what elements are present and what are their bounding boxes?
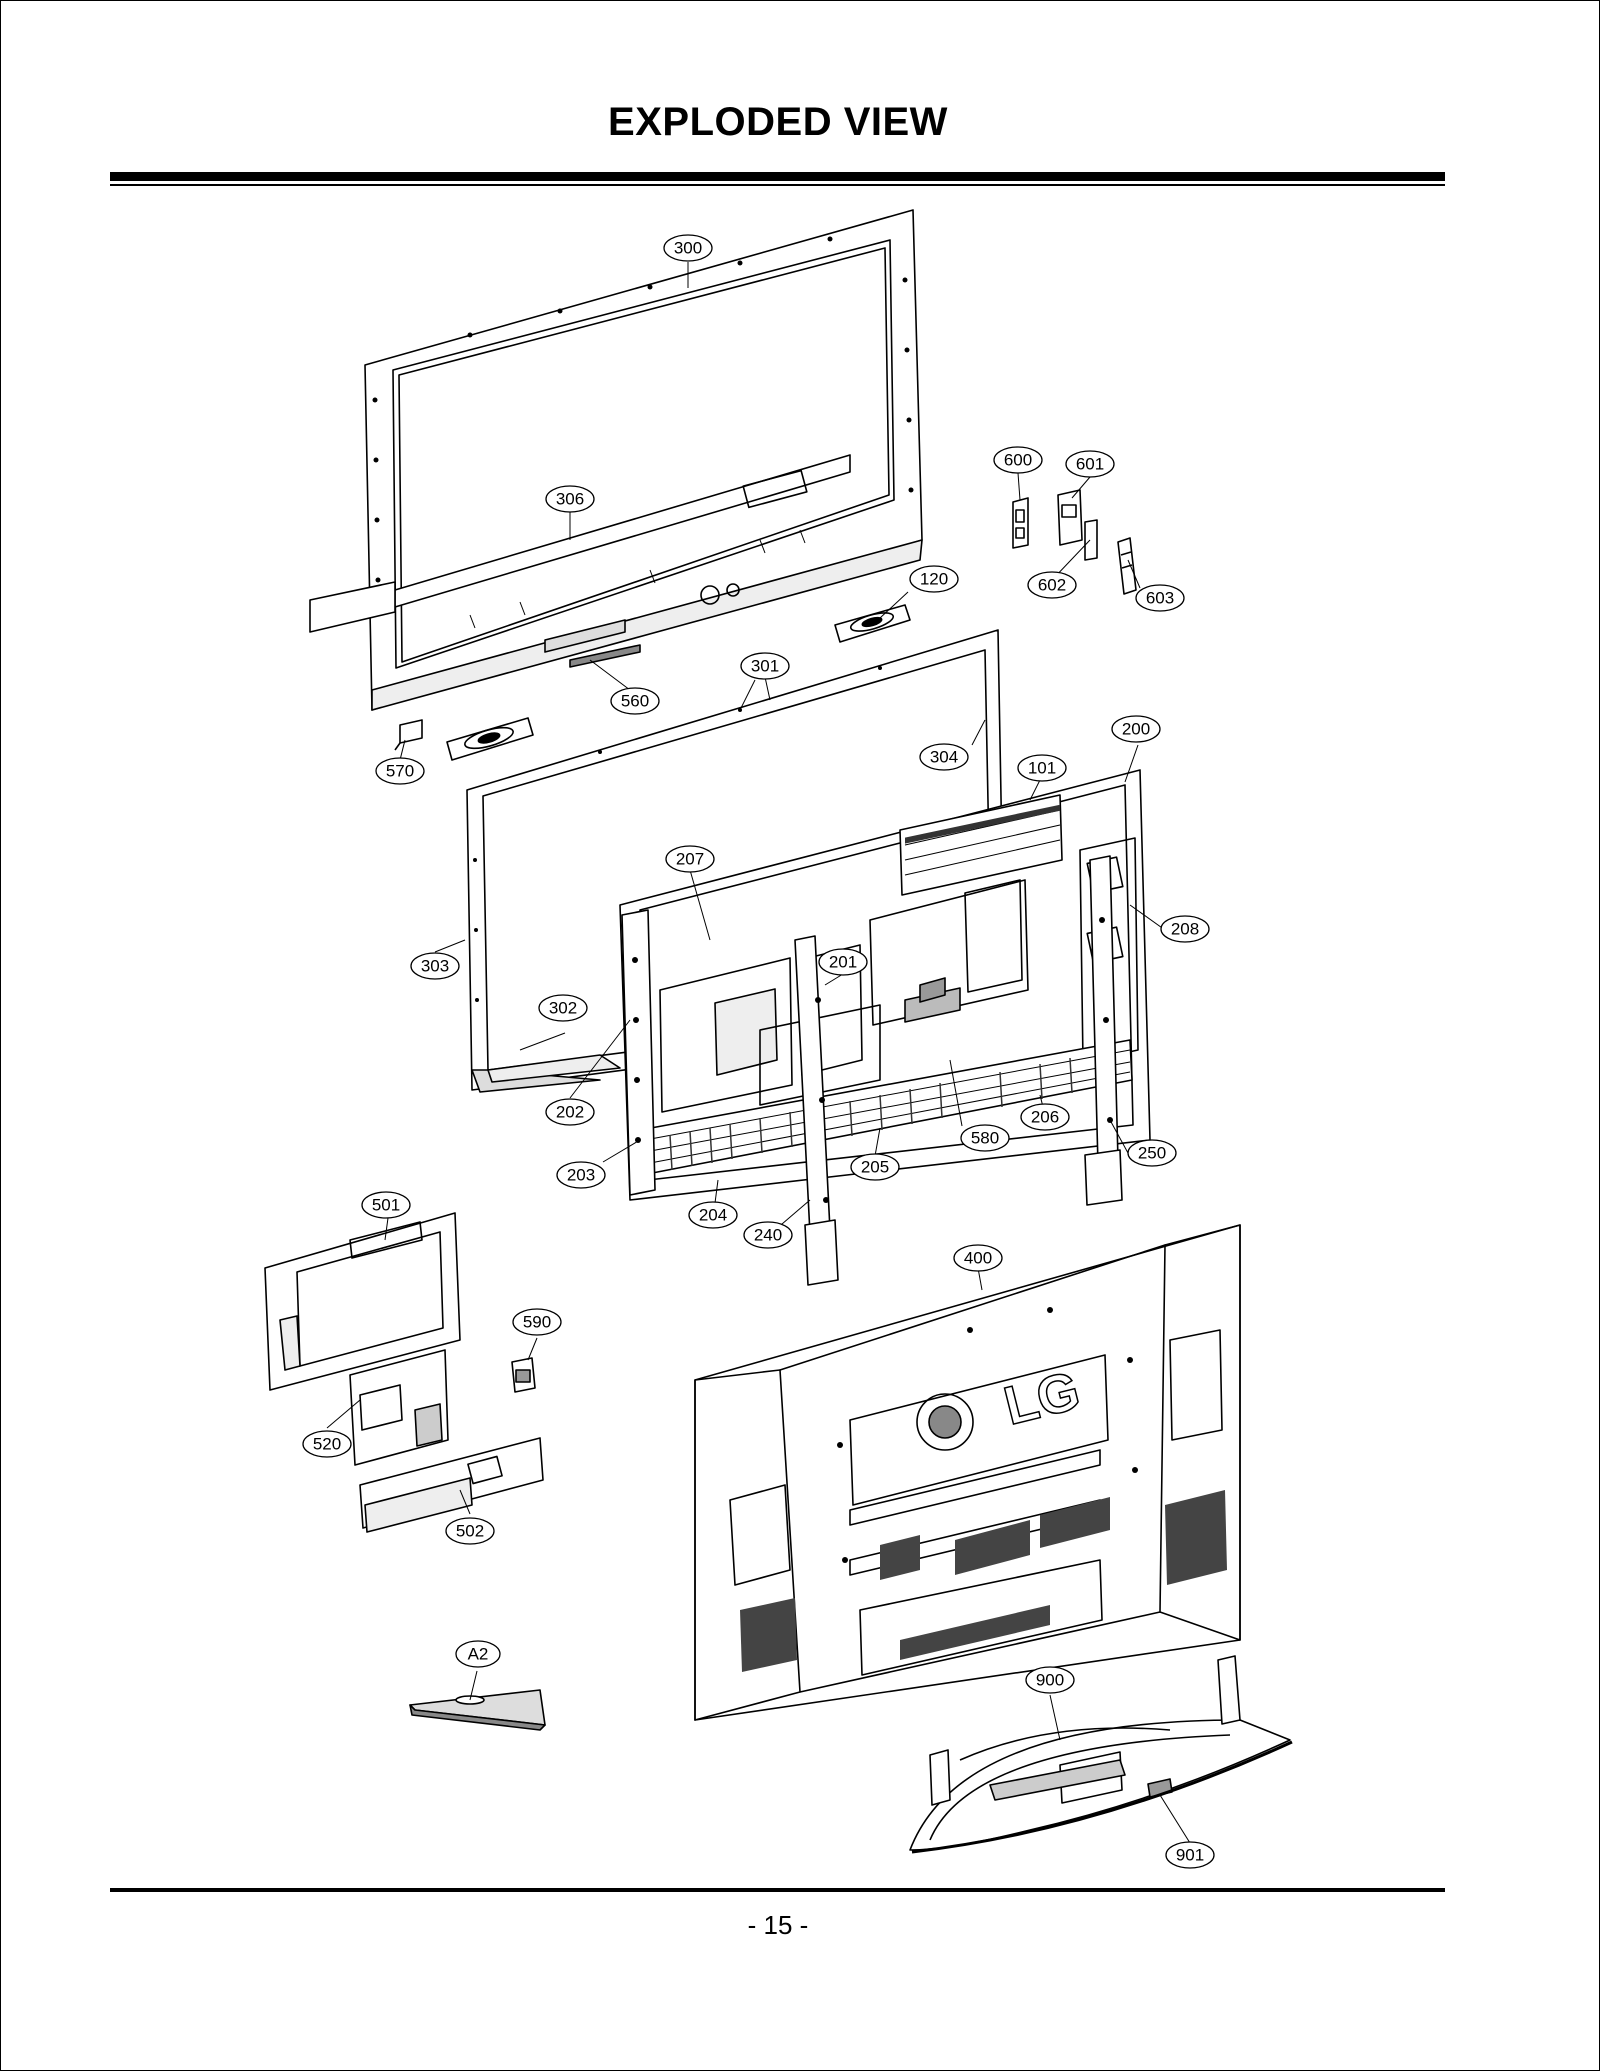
callout-300: 300 [663, 234, 713, 262]
callout-240: 240 [743, 1221, 793, 1249]
callout-601: 601 [1065, 450, 1115, 478]
part-callouts: 300 306 600 601 602 603 120 301 560 570 … [302, 234, 1215, 1869]
callout-560: 560 [610, 687, 660, 715]
stand-900 [909, 1655, 1293, 1854]
callout-570: 570 [375, 757, 425, 785]
svg-text:306: 306 [556, 490, 584, 509]
svg-text:207: 207 [676, 850, 704, 869]
callout-901: 901 [1165, 1841, 1215, 1869]
svg-text:304: 304 [930, 748, 958, 767]
pdp-module-200 [619, 769, 1151, 1286]
callout-501: 501 [361, 1191, 411, 1219]
svg-text:603: 603 [1146, 589, 1174, 608]
callout-302: 302 [538, 994, 588, 1022]
back-cover-400 [694, 1224, 1241, 1721]
svg-text:520: 520 [313, 1435, 341, 1454]
svg-text:240: 240 [754, 1226, 782, 1245]
front-cabinet-300 [309, 209, 923, 711]
svg-text:206: 206 [1031, 1108, 1059, 1127]
svg-text:303: 303 [421, 957, 449, 976]
svg-text:201: 201 [829, 953, 857, 972]
speaker-120-right [834, 604, 911, 643]
title-rule-thin [110, 184, 1445, 186]
part-590 [511, 1357, 536, 1393]
remote-A2 [409, 1689, 546, 1731]
callout-101: 101 [1017, 754, 1067, 782]
callout-200: 200 [1111, 715, 1161, 743]
board-assembly-501-520-502 [264, 1212, 544, 1533]
callout-204: 204 [688, 1201, 738, 1229]
svg-text:570: 570 [386, 762, 414, 781]
callout-400: 400 [953, 1244, 1003, 1272]
svg-text:590: 590 [523, 1313, 551, 1332]
callout-250: 250 [1127, 1139, 1177, 1167]
callout-303: 303 [410, 952, 460, 980]
svg-text:203: 203 [567, 1166, 595, 1185]
svg-text:101: 101 [1028, 759, 1056, 778]
page-number: - 15 - [747, 1910, 809, 1940]
callout-202: 202 [545, 1098, 595, 1126]
svg-text:580: 580 [971, 1129, 999, 1148]
callout-580: 580 [960, 1124, 1010, 1152]
callout-206: 206 [1020, 1103, 1070, 1131]
svg-text:560: 560 [621, 692, 649, 711]
callout-520: 520 [302, 1430, 352, 1458]
svg-text:A2: A2 [468, 1645, 489, 1664]
svg-text:202: 202 [556, 1103, 584, 1122]
callout-600: 600 [993, 446, 1043, 474]
svg-text:204: 204 [699, 1206, 727, 1225]
callout-120: 120 [909, 565, 959, 593]
svg-text:600: 600 [1004, 451, 1032, 470]
page-title: EXPLODED VIEW [608, 100, 948, 144]
svg-text:901: 901 [1176, 1846, 1204, 1865]
bracket-570 [394, 719, 423, 751]
speaker-120-left [446, 717, 534, 761]
svg-text:208: 208 [1171, 920, 1199, 939]
svg-text:900: 900 [1036, 1671, 1064, 1690]
callout-900: 900 [1025, 1666, 1075, 1694]
svg-text:200: 200 [1122, 720, 1150, 739]
callout-208: 208 [1160, 915, 1210, 943]
svg-text:501: 501 [372, 1196, 400, 1215]
callout-603: 603 [1135, 584, 1185, 612]
leader-lines [326, 262, 1191, 1844]
svg-text:502: 502 [456, 1522, 484, 1541]
svg-text:400: 400 [964, 1249, 992, 1268]
callout-590: 590 [512, 1308, 562, 1336]
callout-301: 301 [740, 652, 790, 680]
callout-A2: A2 [455, 1640, 501, 1668]
svg-text:602: 602 [1038, 576, 1066, 595]
svg-text:301: 301 [751, 657, 779, 676]
callout-602: 602 [1027, 571, 1077, 599]
svg-text:601: 601 [1076, 455, 1104, 474]
title-rule-thick [110, 172, 1445, 181]
callout-304: 304 [919, 743, 969, 771]
callout-201: 201 [818, 948, 868, 976]
svg-text:300: 300 [674, 239, 702, 258]
svg-text:205: 205 [861, 1158, 889, 1177]
callout-207: 207 [665, 845, 715, 873]
footer-rule [110, 1888, 1445, 1892]
callout-306: 306 [545, 485, 595, 513]
callout-203: 203 [556, 1161, 606, 1189]
svg-text:120: 120 [920, 570, 948, 589]
parts-600-603 [1012, 489, 1137, 595]
callout-502: 502 [445, 1517, 495, 1545]
svg-text:302: 302 [549, 999, 577, 1018]
callout-205: 205 [850, 1153, 900, 1181]
svg-text:250: 250 [1138, 1144, 1166, 1163]
